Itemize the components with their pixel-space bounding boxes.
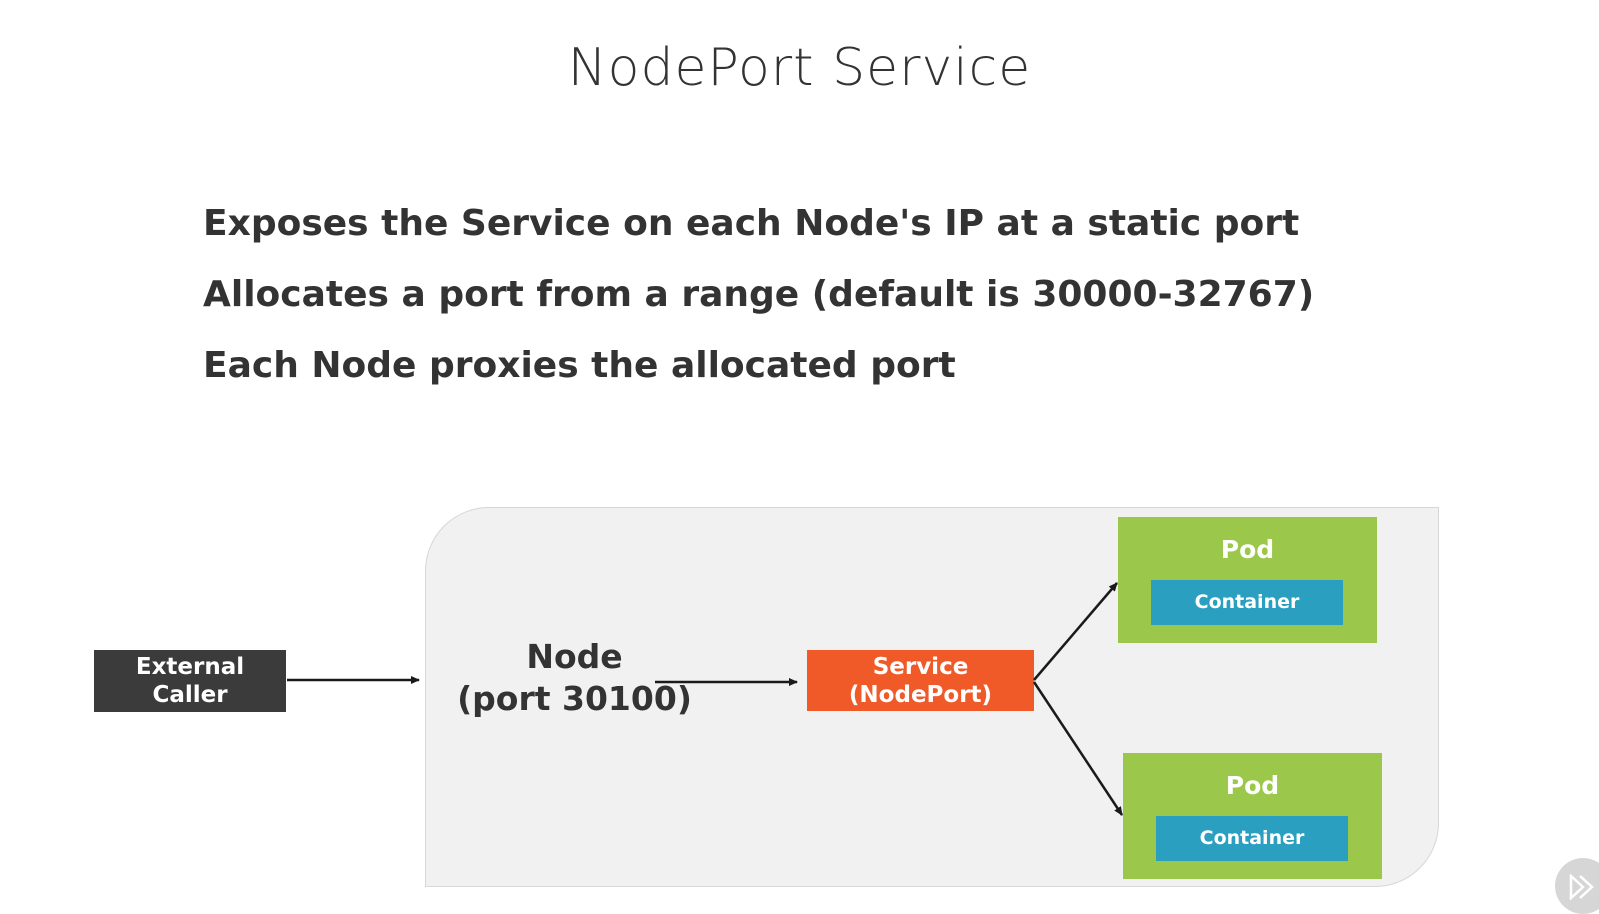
node-label-line2: (port 30100) [457, 679, 692, 718]
node-label: Node (port 30100) [452, 636, 697, 720]
bullet-list: Exposes the Service on each Node's IP at… [203, 188, 1314, 401]
external-caller-box: External Caller [94, 650, 286, 712]
external-caller-label-line2: Caller [152, 682, 228, 708]
pod-label: Pod [1220, 535, 1275, 564]
play-icon[interactable] [1555, 858, 1599, 914]
pod-label: Pod [1225, 771, 1280, 800]
bullet-item: Exposes the Service on each Node's IP at… [203, 203, 1300, 244]
bullet-item: Each Node proxies the allocated port [203, 345, 956, 386]
play-icon-glyph [1569, 874, 1594, 900]
service-label-line1: Service [872, 653, 969, 680]
service-label-line2: (NodePort) [848, 681, 993, 708]
external-caller-label-line1: External [135, 654, 245, 680]
container-box: Container [1151, 580, 1343, 625]
slide-title: NodePort Service [567, 38, 1032, 98]
node-label-line1: Node [526, 637, 623, 676]
pod-box-top: Pod Container [1118, 517, 1377, 643]
bullet-item: Allocates a port from a range (default i… [203, 274, 1315, 315]
container-box: Container [1156, 816, 1348, 861]
service-nodeport-box: Service (NodePort) [807, 650, 1034, 711]
pod-box-bottom: Pod Container [1123, 753, 1382, 879]
